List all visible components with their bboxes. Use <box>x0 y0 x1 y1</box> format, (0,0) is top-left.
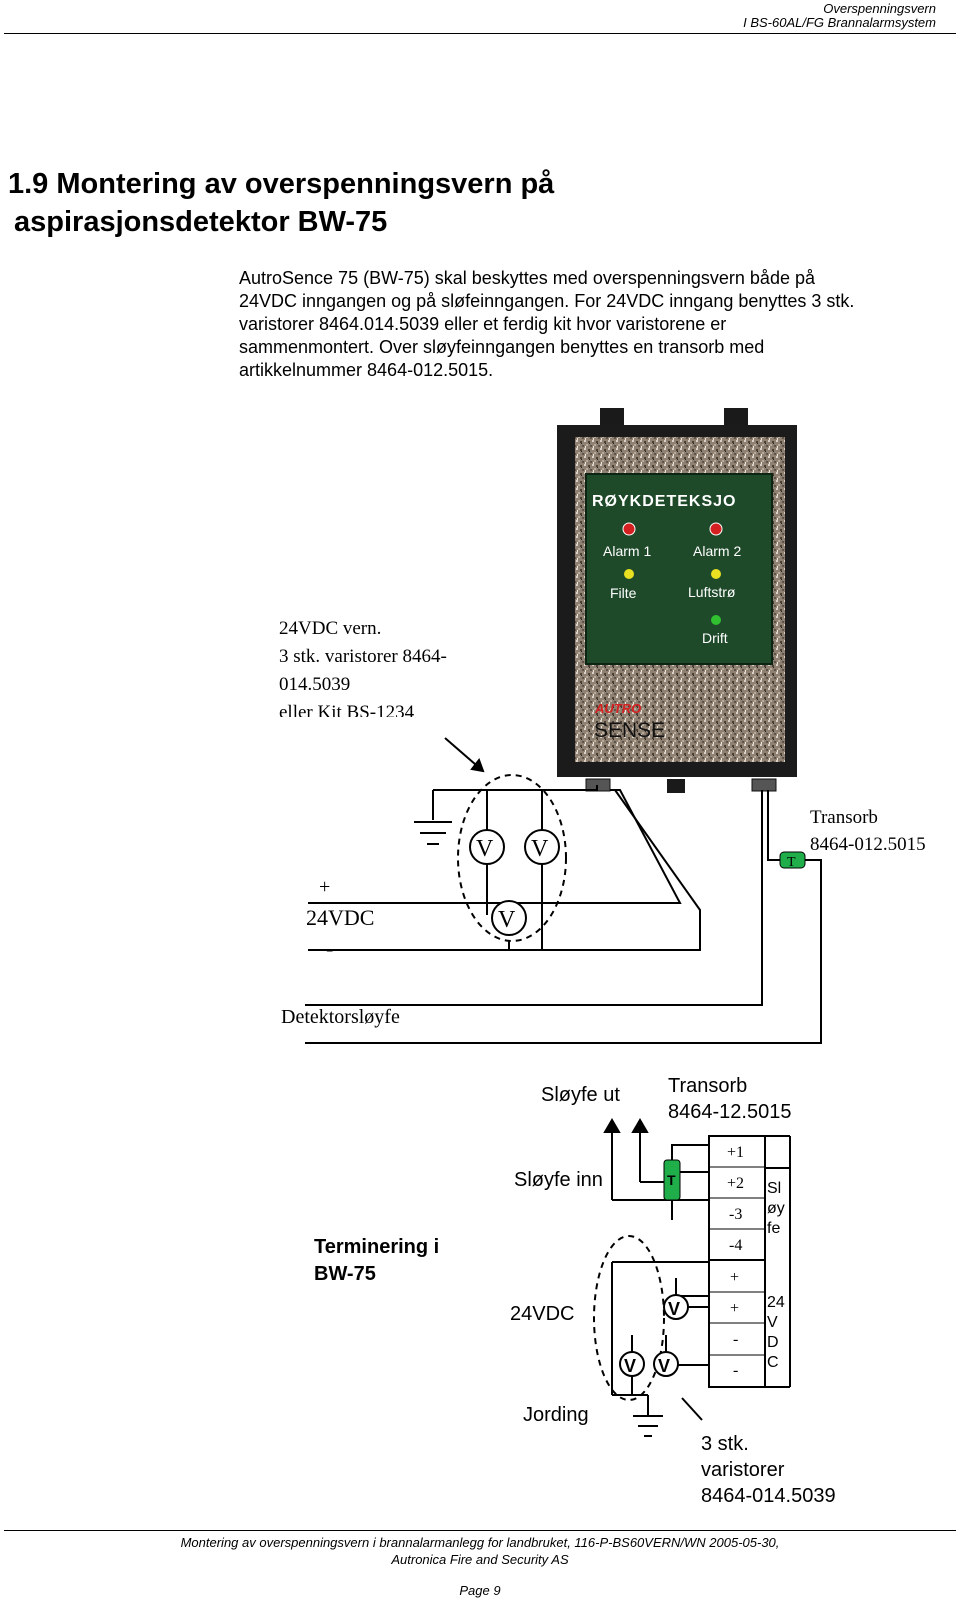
intro-line: artikkelnummer 8464-012.5015. <box>239 360 494 380</box>
varistor-note-line: 3 stk. <box>701 1433 749 1455</box>
alarm2-label: Alarm 2 <box>693 543 741 559</box>
intro-line: 24VDC inngangen og på sløfeinngangen. Fo… <box>239 291 855 311</box>
loop-in-label: Sløyfe inn <box>514 1169 603 1191</box>
transorb-part: 8464-012.5015 <box>810 834 926 855</box>
vern-note-line: 014.5039 <box>279 674 350 695</box>
side-supply-label: V <box>767 1314 778 1331</box>
ground-label: Jording <box>523 1404 589 1426</box>
loop-label: Detektorsløyfe <box>281 1006 400 1028</box>
vern-note-line: eller Kit BS-1234 <box>279 702 415 723</box>
transorb-2: T <box>663 1159 681 1201</box>
diagram1-wires <box>305 737 822 1044</box>
intro-line: varistorer 8464.014.5039 eller et ferdig… <box>239 314 727 334</box>
header-title: Overspenningsvern <box>823 1 936 16</box>
terminal-label: + <box>730 1300 739 1317</box>
drift-led <box>711 615 721 625</box>
page-number: Page 9 <box>459 1583 501 1598</box>
intro-line: sammenmontert. Over sløyfeinngangen beny… <box>239 337 765 357</box>
alarm2-led <box>709 522 723 536</box>
header-subtitle: I BS-60AL/FG Brannalarmsystem <box>743 15 936 30</box>
varistor-note-line: varistorer <box>701 1459 785 1481</box>
termination-line: Terminering i <box>314 1236 439 1258</box>
cable-gland <box>667 779 685 793</box>
terminal-label: -3 <box>729 1206 742 1223</box>
side-supply-label: D <box>767 1334 779 1351</box>
intro-line: AutroSence 75 (BW-75) skal beskyttes med… <box>239 268 815 288</box>
varistor-symbol: V <box>531 836 549 862</box>
filter-led <box>624 569 634 579</box>
terminal-label: - <box>733 1362 738 1379</box>
side-supply-label: 24 <box>767 1294 785 1311</box>
cable-gland <box>751 778 777 792</box>
supply-label: 24VDC <box>510 1303 574 1325</box>
varistor-group-outline <box>593 1235 665 1401</box>
drift-label: Drift <box>702 630 728 646</box>
alarm1-led <box>622 522 636 536</box>
terminal-label: -4 <box>729 1237 742 1254</box>
transorb-label: Transorb <box>810 807 878 828</box>
varistor-6: V <box>653 1351 679 1377</box>
loop-out-label: Sløyfe ut <box>541 1084 620 1106</box>
varistor-group-outline <box>457 774 567 942</box>
terminal-strip: +1 +2 -3 -4 + + - - <box>708 1135 791 1388</box>
filter-label: Filte <box>610 585 637 601</box>
terminal-label: - <box>733 1331 738 1348</box>
minus-label: - <box>326 936 333 961</box>
vern-note-line: 24VDC vern. <box>279 618 381 639</box>
side-loop-label: Sl <box>767 1180 781 1197</box>
supply-label: 24VDC <box>306 905 374 930</box>
footer-line2: Autronica Fire and Security AS <box>391 1552 569 1567</box>
panel-title: RØYKDETEKSJO <box>592 493 736 510</box>
varistor-symbol: V <box>668 1299 680 1319</box>
alarm1-label: Alarm 1 <box>603 543 651 559</box>
footer-rule <box>4 1530 956 1531</box>
plus-label: + <box>319 876 330 898</box>
top-connector <box>600 408 624 430</box>
detector-device: RØYKDETEKSJO Alarm 1 Alarm 2 Filte Lufts… <box>557 408 797 793</box>
transorb-label: Transorb <box>668 1075 747 1097</box>
varistor-symbol: V <box>658 1356 670 1376</box>
varistor-4: V <box>663 1294 689 1320</box>
footer-line1: Montering av overspenningsvern i brannal… <box>180 1535 780 1550</box>
diagram1-labels: 24VDC vern. 3 stk. varistorer 8464- 014.… <box>279 618 926 1028</box>
varistor-symbol: V <box>476 836 494 862</box>
airflow-led <box>711 569 721 579</box>
termination-line: BW-75 <box>314 1263 376 1285</box>
varistor-symbol: V <box>624 1356 636 1376</box>
terminal-label: +2 <box>727 1175 744 1192</box>
section-title-line2: aspirasjonsdetektor BW-75 <box>14 206 388 238</box>
vern-note-line: 3 stk. varistorer 8464- <box>279 646 447 667</box>
status-panel <box>585 473 773 665</box>
terminal-label: + <box>730 1269 739 1286</box>
section-title-line1: 1.9 Montering av overspenningsvern på <box>8 168 555 200</box>
transorb-symbol: T <box>667 1172 676 1188</box>
airflow-label: Luftstrø <box>688 584 736 600</box>
brand-logo: AUTRO <box>594 701 641 716</box>
brand-sense: SENSE <box>594 719 665 742</box>
header-rule <box>4 33 956 34</box>
side-supply-label: C <box>767 1354 779 1371</box>
varistor-2: V <box>524 829 560 865</box>
terminal-label: +1 <box>727 1144 744 1161</box>
top-connector <box>724 408 748 430</box>
varistor-symbol: V <box>498 907 516 933</box>
transorb-symbol: T <box>787 855 796 870</box>
side-loop-label: fe <box>767 1220 780 1237</box>
varistor-note-line: 8464-014.5039 <box>701 1485 836 1507</box>
side-loop-label: øy <box>767 1200 785 1217</box>
transorb-part: 8464-12.5015 <box>668 1101 791 1123</box>
varistor-3: V <box>491 900 527 936</box>
varistor-5: V <box>619 1351 645 1377</box>
diagram2-labels: Sløyfe ut Transorb 8464-12.5015 Sløyfe i… <box>314 1075 836 1507</box>
varistor-1: V <box>469 829 505 865</box>
intro-paragraph: AutroSence 75 (BW-75) skal beskyttes med… <box>239 267 879 382</box>
transorb-1: T <box>779 851 806 870</box>
